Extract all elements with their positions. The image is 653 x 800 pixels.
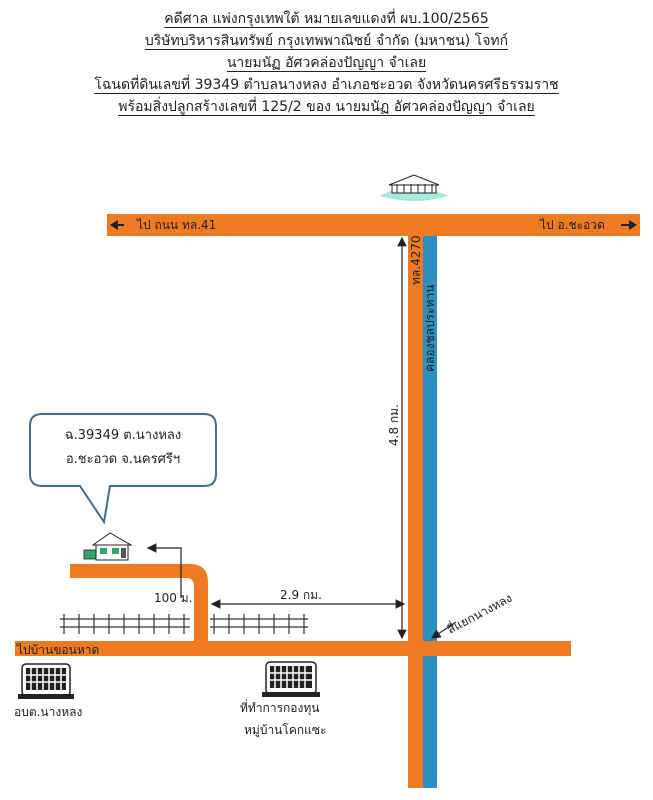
- header-line-4: โฉนดที่ดินเลขที่ 39349 ตำบลนางหลง อำเภอช…: [94, 77, 559, 93]
- road-label-vertical: ทล.4270: [409, 235, 423, 285]
- fund-building-icon: [262, 661, 320, 697]
- property-house-icon: [83, 532, 133, 561]
- header-line-3: นายมนัฏ อัศวคล่องปัญญา จำเลย: [226, 55, 427, 71]
- distance-label-short: 100 ม.: [154, 591, 192, 605]
- side-road: [70, 564, 208, 648]
- arrow-right-icon: [621, 220, 637, 230]
- arrow-left-icon: [110, 220, 124, 230]
- fence-left: [60, 614, 190, 634]
- property-callout: ฉ.39349 ต.นางหลง อ.ชะอวด จ.นครศรีฯ: [30, 414, 216, 486]
- sao-building-icon: [18, 663, 74, 699]
- callout-line-2: อ.ชะอวด จ.นครศรีฯ: [65, 452, 181, 467]
- header-line-1: คดีศาล แพ่งกรุงเทพใต้ หมายเลขแดงที่ ผบ.1…: [164, 11, 489, 27]
- distance-label-vertical: 4.8 กม.: [387, 404, 401, 446]
- header-line-2: บริษัทบริหารสินทรัพย์ กรุงเทพพาณิชย์ จำก…: [144, 33, 509, 49]
- junction-label: สี่แยกนางหลง: [444, 589, 514, 637]
- distance-label-horizontal: 2.9 กม.: [280, 588, 322, 602]
- fund-label-line-1: ที่ทำการกองทุน: [240, 699, 319, 716]
- road-label-top-right: ไป อ.ชะอวด: [539, 218, 605, 232]
- header-line-5: พร้อมสิ่งปลูกสร้างเลขที่ 125/2 ของ นายมน…: [118, 99, 535, 115]
- canal-label: คลองชลประทาน: [423, 285, 437, 372]
- building-icon: [380, 174, 448, 201]
- top-road: [107, 214, 640, 236]
- fund-label-line-2: หมู่บ้านโคกแซะ: [244, 723, 326, 738]
- case-header: คดีศาล แพ่งกรุงเทพใต้ หมายเลขแดงที่ ผบ.1…: [0, 8, 653, 118]
- vertical-road: [408, 214, 423, 788]
- junction-pointer-arrow: [431, 621, 457, 639]
- callout-bubble: [29, 413, 217, 525]
- fence-right: [210, 614, 308, 634]
- road-label-top-left: ไป ถนน ทล.41: [136, 218, 216, 232]
- bottom-road: [15, 641, 571, 656]
- property-direction-arrow: [146, 543, 182, 598]
- callout-line-1: ฉ.39349 ต.นางหลง: [64, 428, 182, 443]
- sao-label: อบต.นางหลง: [14, 705, 82, 719]
- road-label-bottom-left: ไปบ้านขอนหาด: [16, 643, 99, 657]
